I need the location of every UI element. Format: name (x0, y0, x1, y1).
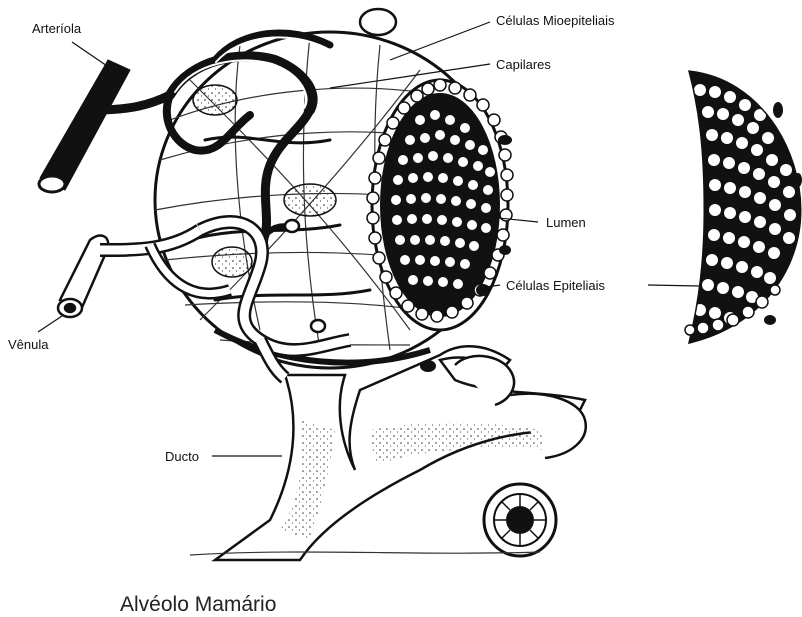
figure-caption: Alvéolo Mamário (120, 594, 276, 615)
label-arteriola: Arteríola (32, 22, 81, 35)
label-capilares: Capilares (496, 58, 551, 71)
label-venula: Vênula (8, 338, 48, 351)
arteriole (39, 60, 170, 192)
leader-arteriola (72, 42, 110, 68)
leader-epiteliais-right (648, 285, 700, 286)
leader-mioepiteliais (390, 22, 490, 60)
duct-cross-section (484, 484, 556, 556)
epithelium-section (685, 72, 802, 342)
label-lumen: Lumen (546, 216, 586, 229)
leader-venula (38, 316, 62, 332)
label-ducto: Ducto (165, 450, 199, 463)
label-celulas-epiteliais: Células Epiteliais (506, 279, 605, 292)
label-celulas-mioepiteliais: Células Mioepiteliais (496, 14, 615, 27)
